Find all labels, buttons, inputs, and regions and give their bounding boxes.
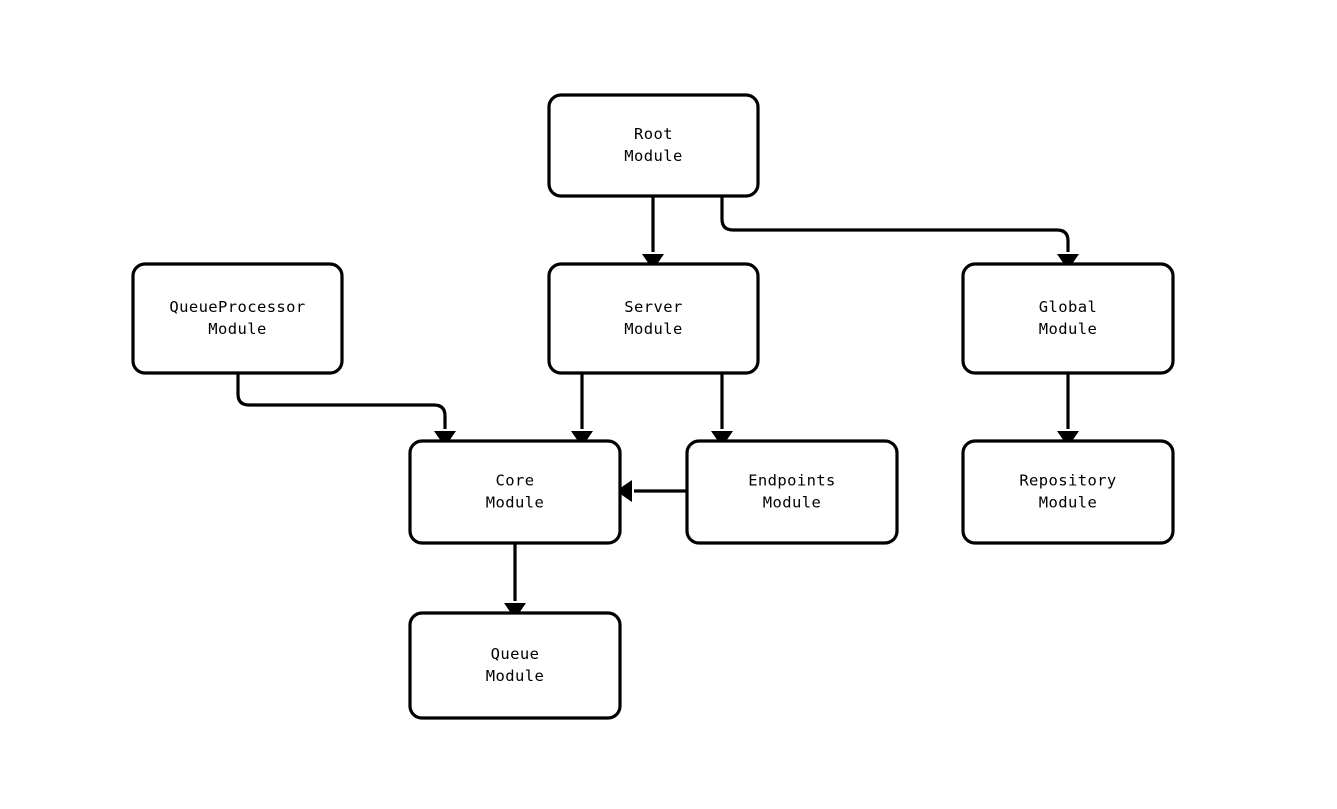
edge-root-to-global [720, 196, 1070, 252]
node-queueprocessor-label-line2: Module [208, 320, 266, 338]
node-endpoints-label-line2: Module [763, 494, 821, 512]
node-server-box[interactable] [547, 262, 760, 375]
arrow-server-to-endpoints-icon [711, 431, 733, 447]
arrow-global-to-repository-icon [1057, 431, 1079, 447]
node-root-label-line2: Module [624, 147, 682, 165]
node-repository-label-line2: Module [1039, 494, 1097, 512]
node-global-box[interactable] [961, 262, 1175, 375]
edge-queueprocessor-to-core [236, 373, 447, 429]
node-endpoints-box[interactable] [685, 439, 899, 545]
node-server-label-line1: Server [624, 298, 682, 316]
node-endpoints-label-line1: Endpoints [748, 472, 836, 490]
arrow-server-to-core-icon [571, 431, 593, 447]
arrow-core-to-queue-icon [504, 603, 526, 619]
node-queueprocessor-box[interactable] [131, 262, 344, 375]
edges-group [236, 196, 1070, 601]
arrow-root-to-server-icon [642, 254, 664, 270]
node-queue-label-line1: Queue [491, 645, 540, 663]
node-repository-box[interactable] [961, 439, 1175, 545]
node-root-box[interactable] [547, 93, 760, 198]
node-queue-label-line2: Module [486, 667, 544, 685]
node-core-box[interactable] [408, 439, 622, 545]
node-repository-label-line1: Repository [1019, 472, 1116, 490]
node-core-label-line2: Module [486, 494, 544, 512]
node-global-label-line2: Module [1039, 320, 1097, 338]
node-queue-box[interactable] [408, 611, 622, 720]
node-server-label-line2: Module [624, 320, 682, 338]
node-queueprocessor-label-line1: QueueProcessor [169, 298, 305, 316]
node-global-label-line1: Global [1039, 298, 1097, 316]
arrow-root-to-global-icon [1057, 254, 1079, 270]
arrow-queueprocessor-to-core-icon [434, 431, 456, 447]
nodes-group: RootModuleQueueProcessorModuleServerModu… [131, 93, 1175, 720]
arrowheads-group [434, 254, 1079, 619]
node-root-label-line1: Root [634, 125, 673, 143]
node-core-label-line1: Core [496, 472, 535, 490]
arrow-endpoints-to-core-icon [616, 480, 632, 502]
